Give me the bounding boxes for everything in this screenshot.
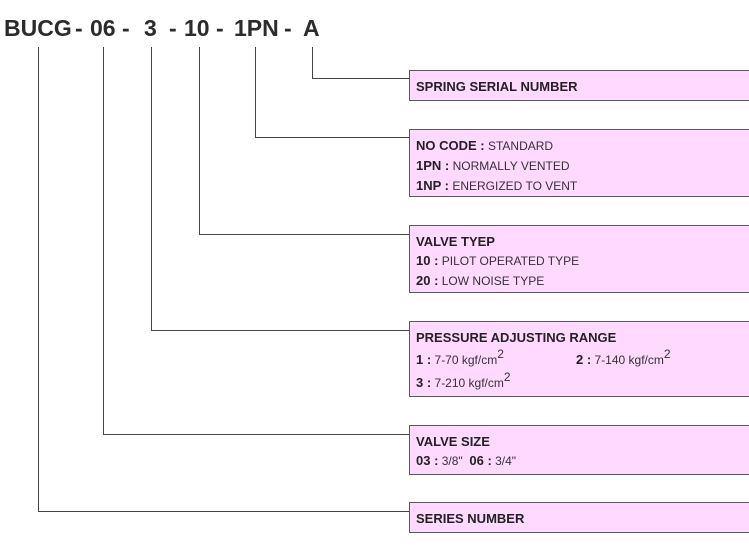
code-vent: 1PN (234, 15, 279, 41)
valve-size-box: VALVE SIZE 03 : 3/8" 06 : 3/4" (409, 425, 749, 475)
option-code: 1NP : (416, 178, 449, 193)
valve-size-options: 03 : 3/8" 06 : 3/4" (416, 451, 743, 471)
connector-spring (312, 47, 409, 79)
valve-type-box: VALVE TYEP 10 : PILOT OPERATED TYPE 20 :… (409, 225, 749, 293)
code-pressure: 3 (144, 15, 157, 41)
pressure-range-box: PRESSURE ADJUSTING RANGE 1 : 7-70 kgf/cm… (409, 321, 749, 397)
superscript: 2 (503, 370, 511, 384)
vent-code-box: NO CODE : STANDARD 1PN : NORMALLY VENTED… (409, 129, 749, 197)
option-desc: PILOT OPERATED TYPE (441, 254, 580, 268)
option-code: 06 : (469, 453, 492, 468)
option-desc: LOW NOISE TYPE (441, 274, 545, 288)
option-desc: 3/8" (441, 454, 463, 468)
option-code: NO CODE : (416, 138, 485, 153)
pressure-option-row: 1 : 7-70 kgf/cm2 2 : 7-140 kgf/cm2 (416, 347, 743, 370)
series-number-box: SERIES NUMBER (409, 502, 749, 533)
option-desc: 7-140 kgf/cm (594, 353, 664, 367)
option-code: 20 : (416, 273, 439, 288)
code-separator: - (284, 15, 292, 41)
valve-size-title: VALVE SIZE (416, 434, 490, 449)
vent-option: NO CODE : STANDARD (416, 136, 743, 156)
valve-type-option: 10 : PILOT OPERATED TYPE (416, 251, 743, 271)
valve-type-title: VALVE TYEP (416, 234, 495, 249)
code-valve-type: 10 (184, 15, 210, 41)
option-desc: 3/4" (495, 454, 517, 468)
option-desc: STANDARD (487, 139, 554, 153)
vent-option: 1NP : ENERGIZED TO VENT (416, 176, 743, 196)
pressure-range-title: PRESSURE ADJUSTING RANGE (416, 330, 617, 345)
code-separator: - (169, 15, 177, 41)
connector-valve-size (103, 47, 409, 435)
option-desc: 7-210 kgf/cm (434, 376, 504, 390)
spring-serial-box: SPRING SERIAL NUMBER (409, 70, 749, 101)
option-code: 1PN : (416, 158, 450, 173)
option-code: 1 : (416, 352, 432, 367)
option-code: 3 : (416, 375, 432, 390)
option-desc: NORMALLY VENTED (452, 159, 570, 173)
vent-option: 1PN : NORMALLY VENTED (416, 156, 743, 176)
code-separator: - (75, 15, 83, 41)
connector-pressure (151, 47, 409, 331)
connector-series (38, 47, 409, 512)
option-code: 03 : (416, 453, 439, 468)
code-separator: - (122, 15, 130, 41)
valve-type-option: 20 : LOW NOISE TYPE (416, 271, 743, 291)
code-series: BUCG (4, 15, 72, 41)
option-code: 10 : (416, 253, 439, 268)
option-desc: ENERGIZED TO VENT (452, 179, 578, 193)
pressure-option: 1 : 7-70 kgf/cm2 (416, 348, 504, 367)
superscript: 2 (663, 347, 671, 361)
code-separator: - (216, 15, 224, 41)
code-spring: A (303, 15, 320, 41)
code-valve-size: 06 (90, 15, 116, 41)
connector-vent (255, 47, 409, 138)
pressure-option: 2 : 7-140 kgf/cm2 (576, 347, 671, 370)
option-desc: 7-70 kgf/cm (434, 353, 498, 367)
connector-valve-type (199, 47, 409, 235)
option-code: 2 : (576, 352, 592, 367)
series-number-title: SERIES NUMBER (416, 511, 525, 526)
spring-serial-title: SPRING SERIAL NUMBER (416, 79, 578, 94)
superscript: 2 (497, 347, 504, 361)
model-code: BUCG - 06 - 3 - 10 - 1PN - A (0, 0, 749, 60)
pressure-option: 3 : 7-210 kgf/cm2 (416, 370, 743, 393)
